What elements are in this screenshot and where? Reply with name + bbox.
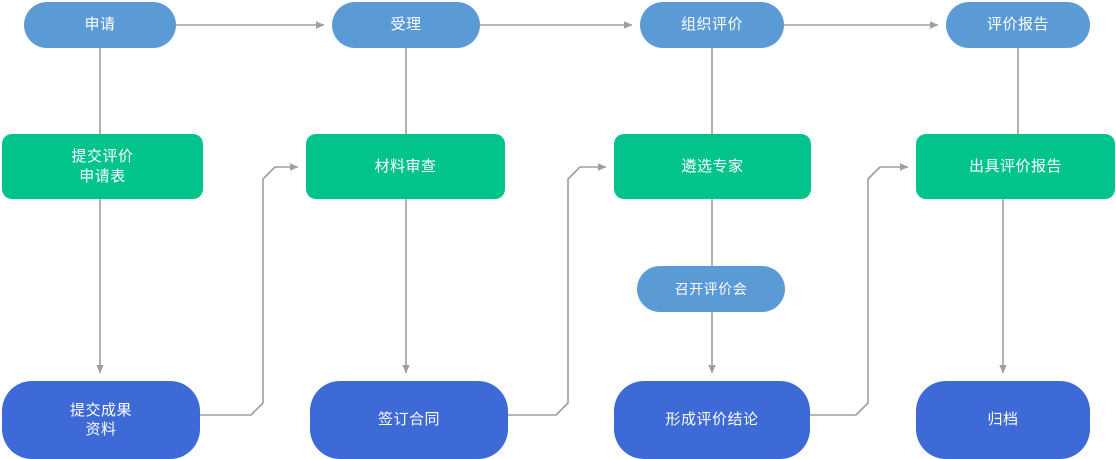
node-n13[interactable]: 归档 xyxy=(916,381,1090,459)
node-n2[interactable]: 受理 xyxy=(332,2,480,48)
node-label: 提交成果 资料 xyxy=(69,401,132,439)
node-label: 出具评价报告 xyxy=(968,157,1062,175)
connector-n12-to-n8 xyxy=(810,163,909,416)
node-n11[interactable]: 签订合同 xyxy=(310,381,508,459)
node-label: 遴选专家 xyxy=(681,157,744,175)
node-n10[interactable]: 提交成果 资料 xyxy=(2,381,200,459)
node-label: 提交评价 申请表 xyxy=(71,148,134,185)
node-label: 材料审查 xyxy=(374,157,437,175)
node-label: 申请 xyxy=(84,16,116,34)
node-n5[interactable]: 提交评价 申请表 xyxy=(2,134,203,199)
node-label: 形成评价结论 xyxy=(665,411,759,429)
connector-n11-to-n7 xyxy=(508,163,607,416)
node-label: 受理 xyxy=(390,16,422,34)
node-n1[interactable]: 申请 xyxy=(24,2,176,48)
node-n7[interactable]: 遴选专家 xyxy=(614,134,811,199)
node-n8[interactable]: 出具评价报告 xyxy=(916,134,1115,199)
node-label: 组织评价 xyxy=(680,16,743,34)
node-n9[interactable]: 召开评价会 xyxy=(637,266,785,312)
node-label: 召开评价会 xyxy=(674,280,748,297)
node-n4[interactable]: 评价报告 xyxy=(946,2,1090,48)
connector-group xyxy=(96,21,1019,416)
node-label: 评价报告 xyxy=(986,16,1049,34)
node-n3[interactable]: 组织评价 xyxy=(640,2,784,48)
node-n12[interactable]: 形成评价结论 xyxy=(614,381,810,459)
node-n6[interactable]: 材料审查 xyxy=(306,134,505,199)
connector-n10-to-n6 xyxy=(200,163,299,416)
node-label: 签订合同 xyxy=(377,411,440,429)
node-label: 归档 xyxy=(987,411,1019,429)
